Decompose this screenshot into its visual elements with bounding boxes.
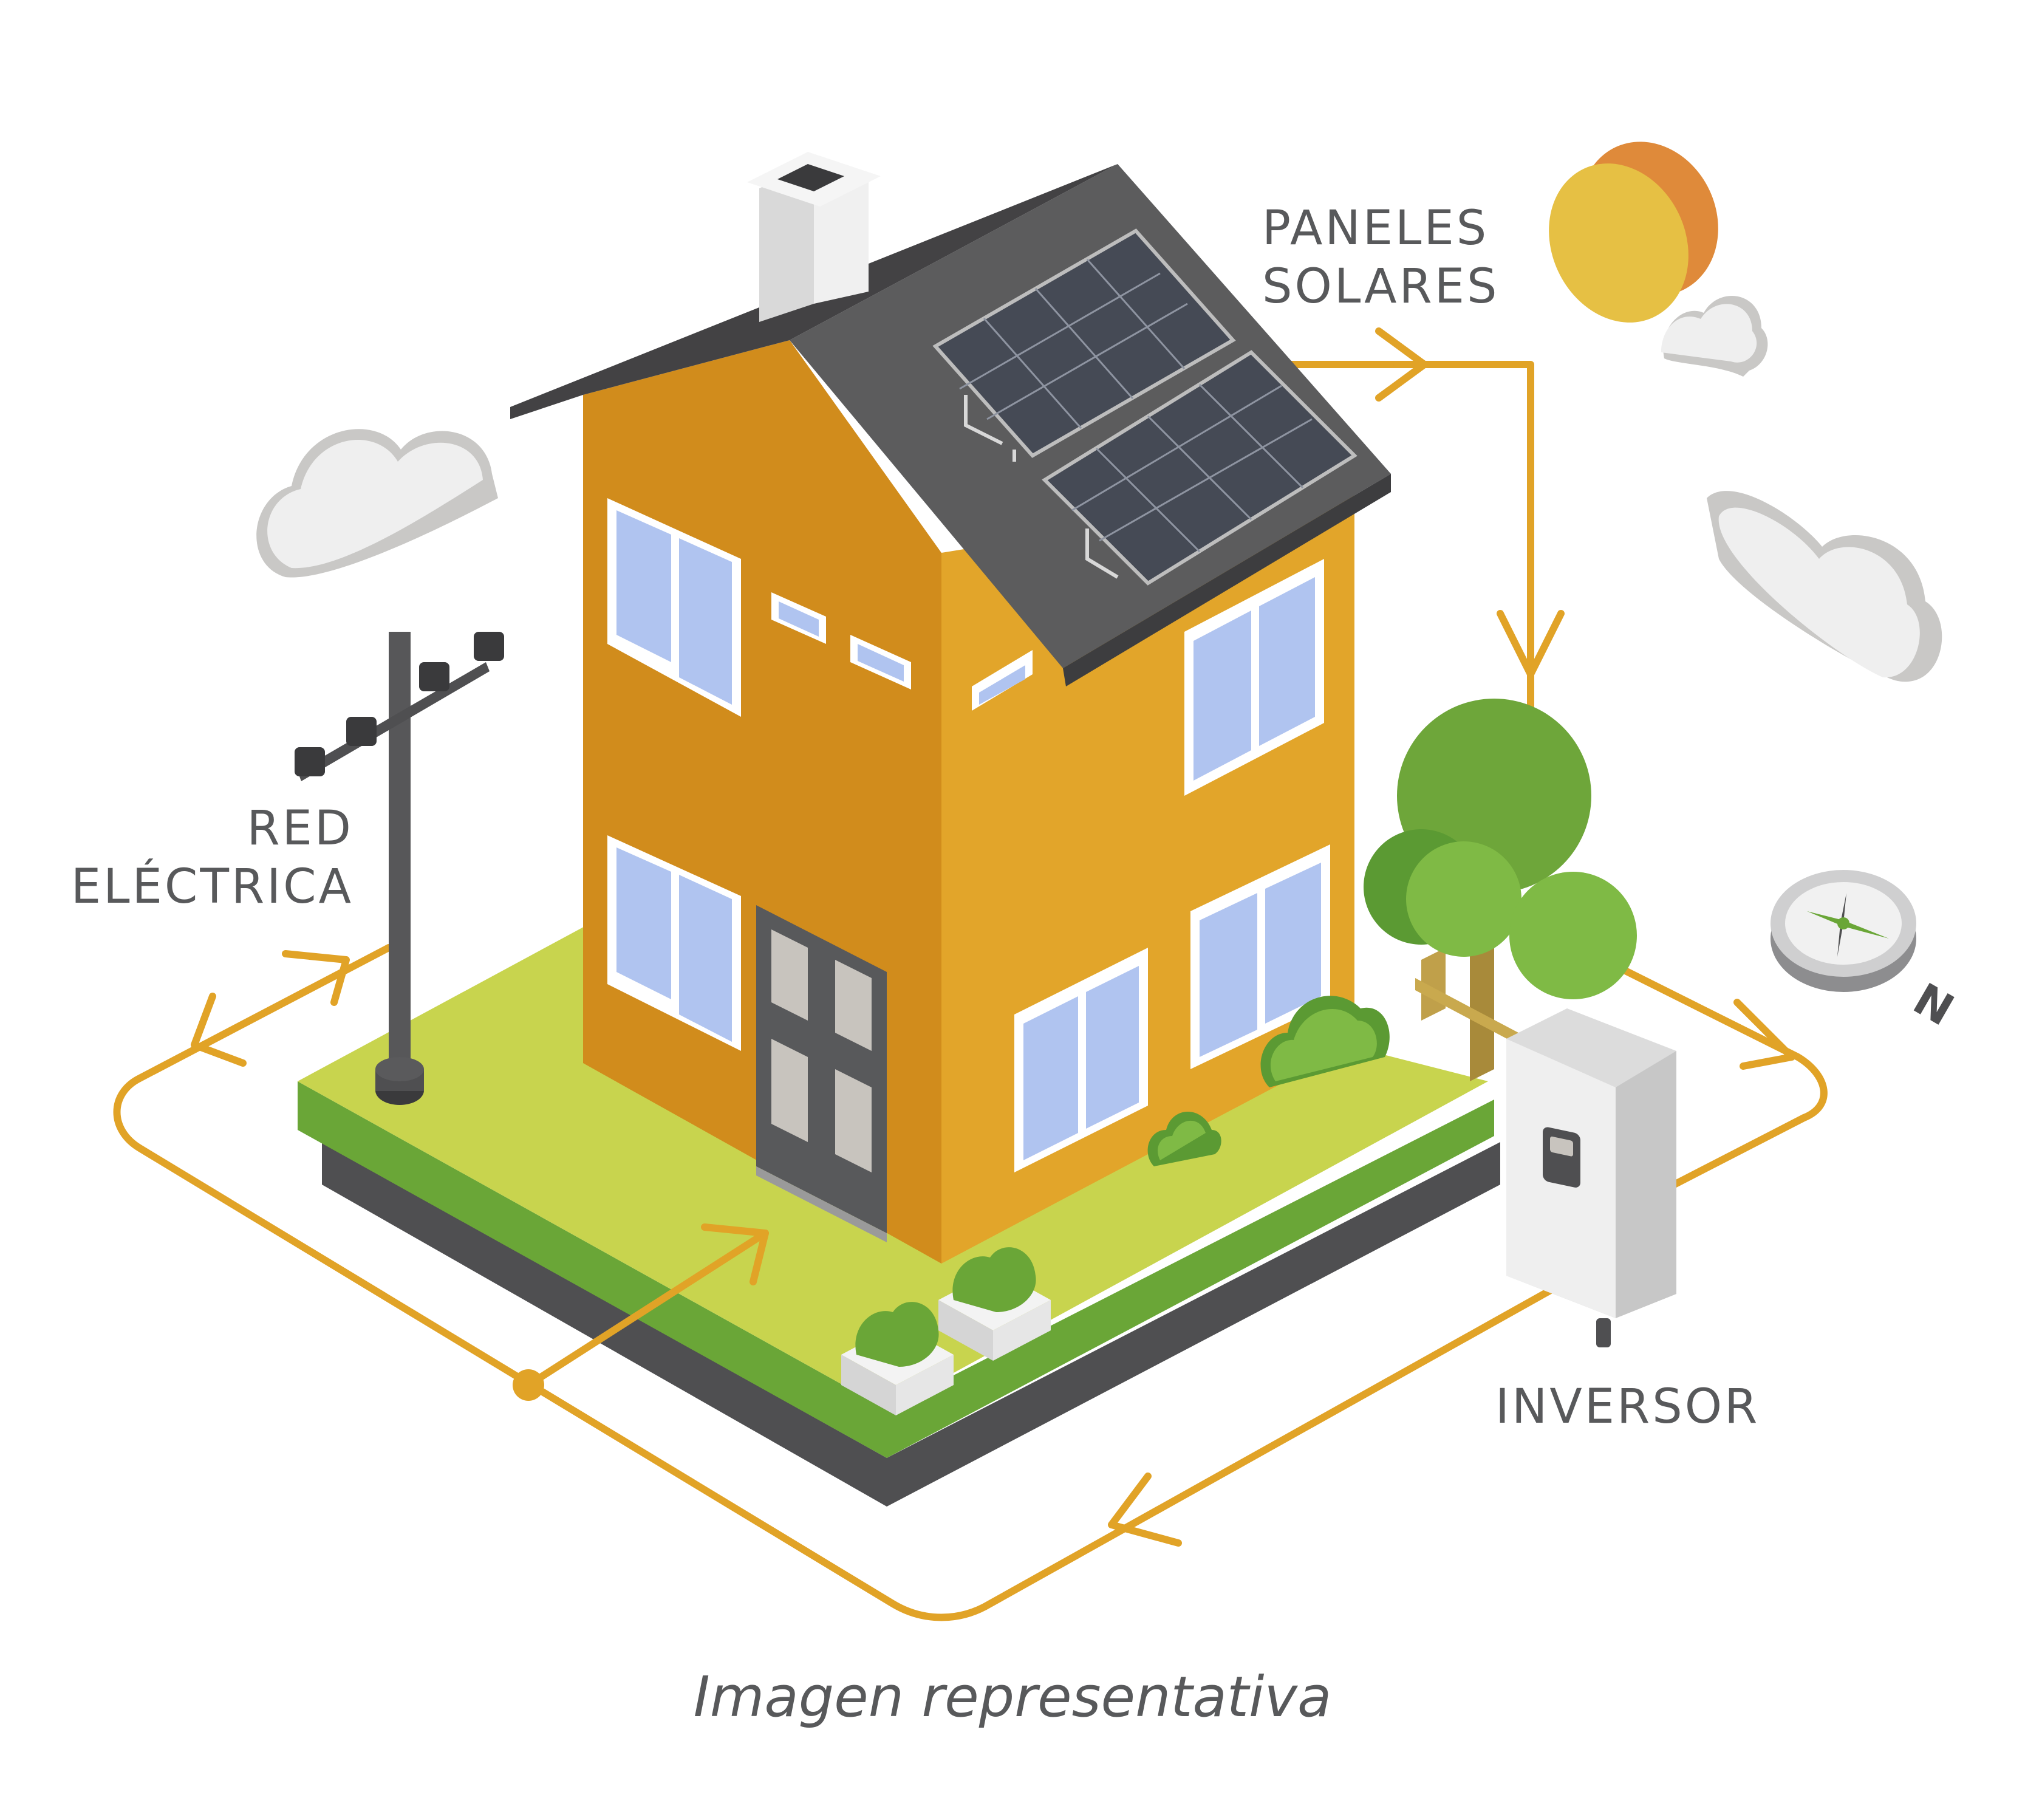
- bush-icon: [1147, 996, 1390, 1166]
- windows: [607, 498, 1330, 1172]
- compass-icon: N: [1771, 870, 1962, 1036]
- arrow-right-icon: [1375, 327, 1428, 402]
- label-solar-panels-line-2: SOLARES: [1262, 259, 1500, 314]
- cloud-icon-left: [256, 429, 498, 578]
- front-door: [756, 905, 887, 1242]
- arrow-icon-right-loop: [1733, 999, 1795, 1070]
- power-pole-icon: [295, 632, 504, 1105]
- label-grid-line-1: RED: [247, 801, 353, 856]
- label-solar-panels: PANELES SOLARES: [1262, 199, 1500, 316]
- arrow-icon-house: [701, 1223, 769, 1285]
- caption: Imagen representativa: [693, 1664, 1332, 1729]
- cloud-icon-right: [1707, 491, 1942, 682]
- house: [510, 152, 1391, 1264]
- label-grid: RED ELÉCTRICA: [56, 799, 353, 916]
- label-inverter: INVERSOR: [1495, 1380, 1760, 1434]
- inverter-icon[interactable]: [1506, 1008, 1676, 1347]
- label-grid-line-2: ELÉCTRICA: [70, 860, 353, 914]
- sun-icon: [1549, 142, 1768, 377]
- arrow-down-icon: [1497, 610, 1565, 678]
- solar-panel-icon: [932, 228, 1357, 586]
- flow-grid-to-house: [525, 1230, 769, 1389]
- arrow-icon-left: [191, 993, 247, 1067]
- flow-inverter-loop: [1576, 944, 1828, 1225]
- grid-node: [513, 1369, 544, 1401]
- compass-letter: N: [1905, 973, 1962, 1036]
- label-solar-panels-line-1: PANELES: [1262, 201, 1489, 256]
- arrow-icon-bottom: [1108, 1473, 1182, 1547]
- flow-panels-to-inverter: [1278, 361, 1534, 739]
- arrow-icon-left-upper: [282, 950, 350, 1006]
- tree-icon: [1364, 699, 1637, 1081]
- chimney: [747, 152, 881, 322]
- planters: [841, 1247, 1051, 1415]
